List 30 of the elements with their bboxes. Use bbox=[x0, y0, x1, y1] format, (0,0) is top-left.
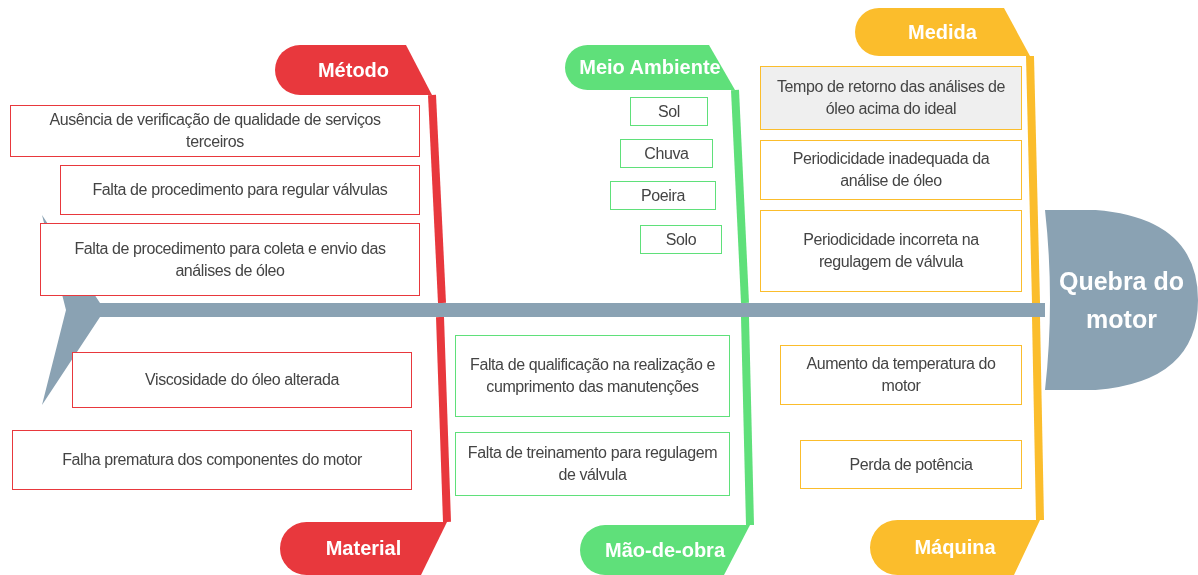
cause-box: Sol bbox=[630, 97, 708, 126]
cause-box: Tempo de retorno das análises de óleo acima do ideal bbox=[760, 66, 1022, 130]
category-tab: Medida bbox=[855, 8, 1030, 56]
fish-bone-line bbox=[1032, 316, 1044, 521]
category-tab: Máquina bbox=[870, 520, 1040, 575]
fish-bone-line bbox=[731, 89, 749, 304]
cause-box: Falta de procedimento para regular válvulas bbox=[60, 165, 420, 215]
cause-box: Falta de procedimento para coleta e envio das análises de óleo bbox=[40, 223, 420, 296]
category-tab: Mão-de-obra bbox=[580, 525, 750, 575]
cause-box: Periodicidade inadequada da análise de óleo bbox=[760, 140, 1022, 200]
cause-box: Solo bbox=[640, 225, 722, 254]
effect-head: Quebra do motor bbox=[1045, 210, 1198, 390]
cause-box: Ausência de verificação de qualidade de serviços terceiros bbox=[10, 105, 420, 157]
category-tab: Meio Ambiente bbox=[565, 45, 735, 90]
cause-box: Falta de qualificação na realização e cumprimento das manutenções bbox=[455, 335, 730, 417]
cause-box: Poeira bbox=[610, 181, 716, 210]
cause-box: Falha prematura dos componentes do motor bbox=[12, 430, 412, 490]
cause-box: Chuva bbox=[620, 139, 713, 168]
category-tab: Material bbox=[280, 522, 447, 575]
cause-box: Perda de potência bbox=[800, 440, 1022, 489]
fish-bone-line bbox=[428, 94, 446, 304]
cause-box: Falta de treinamento para regulagem de válvula bbox=[455, 432, 730, 496]
cause-box: Periodicidade incorreta na regulagem de válvula bbox=[760, 210, 1022, 292]
fish-bone-line bbox=[436, 316, 451, 523]
fish-bone-line bbox=[1026, 55, 1040, 304]
cause-box: Aumento da temperatura do motor bbox=[780, 345, 1022, 405]
cause-box: Viscosidade do óleo alterada bbox=[72, 352, 412, 408]
fish-bone-line bbox=[741, 316, 754, 526]
category-tab: Método bbox=[275, 45, 432, 95]
spine-bar bbox=[100, 303, 1045, 317]
